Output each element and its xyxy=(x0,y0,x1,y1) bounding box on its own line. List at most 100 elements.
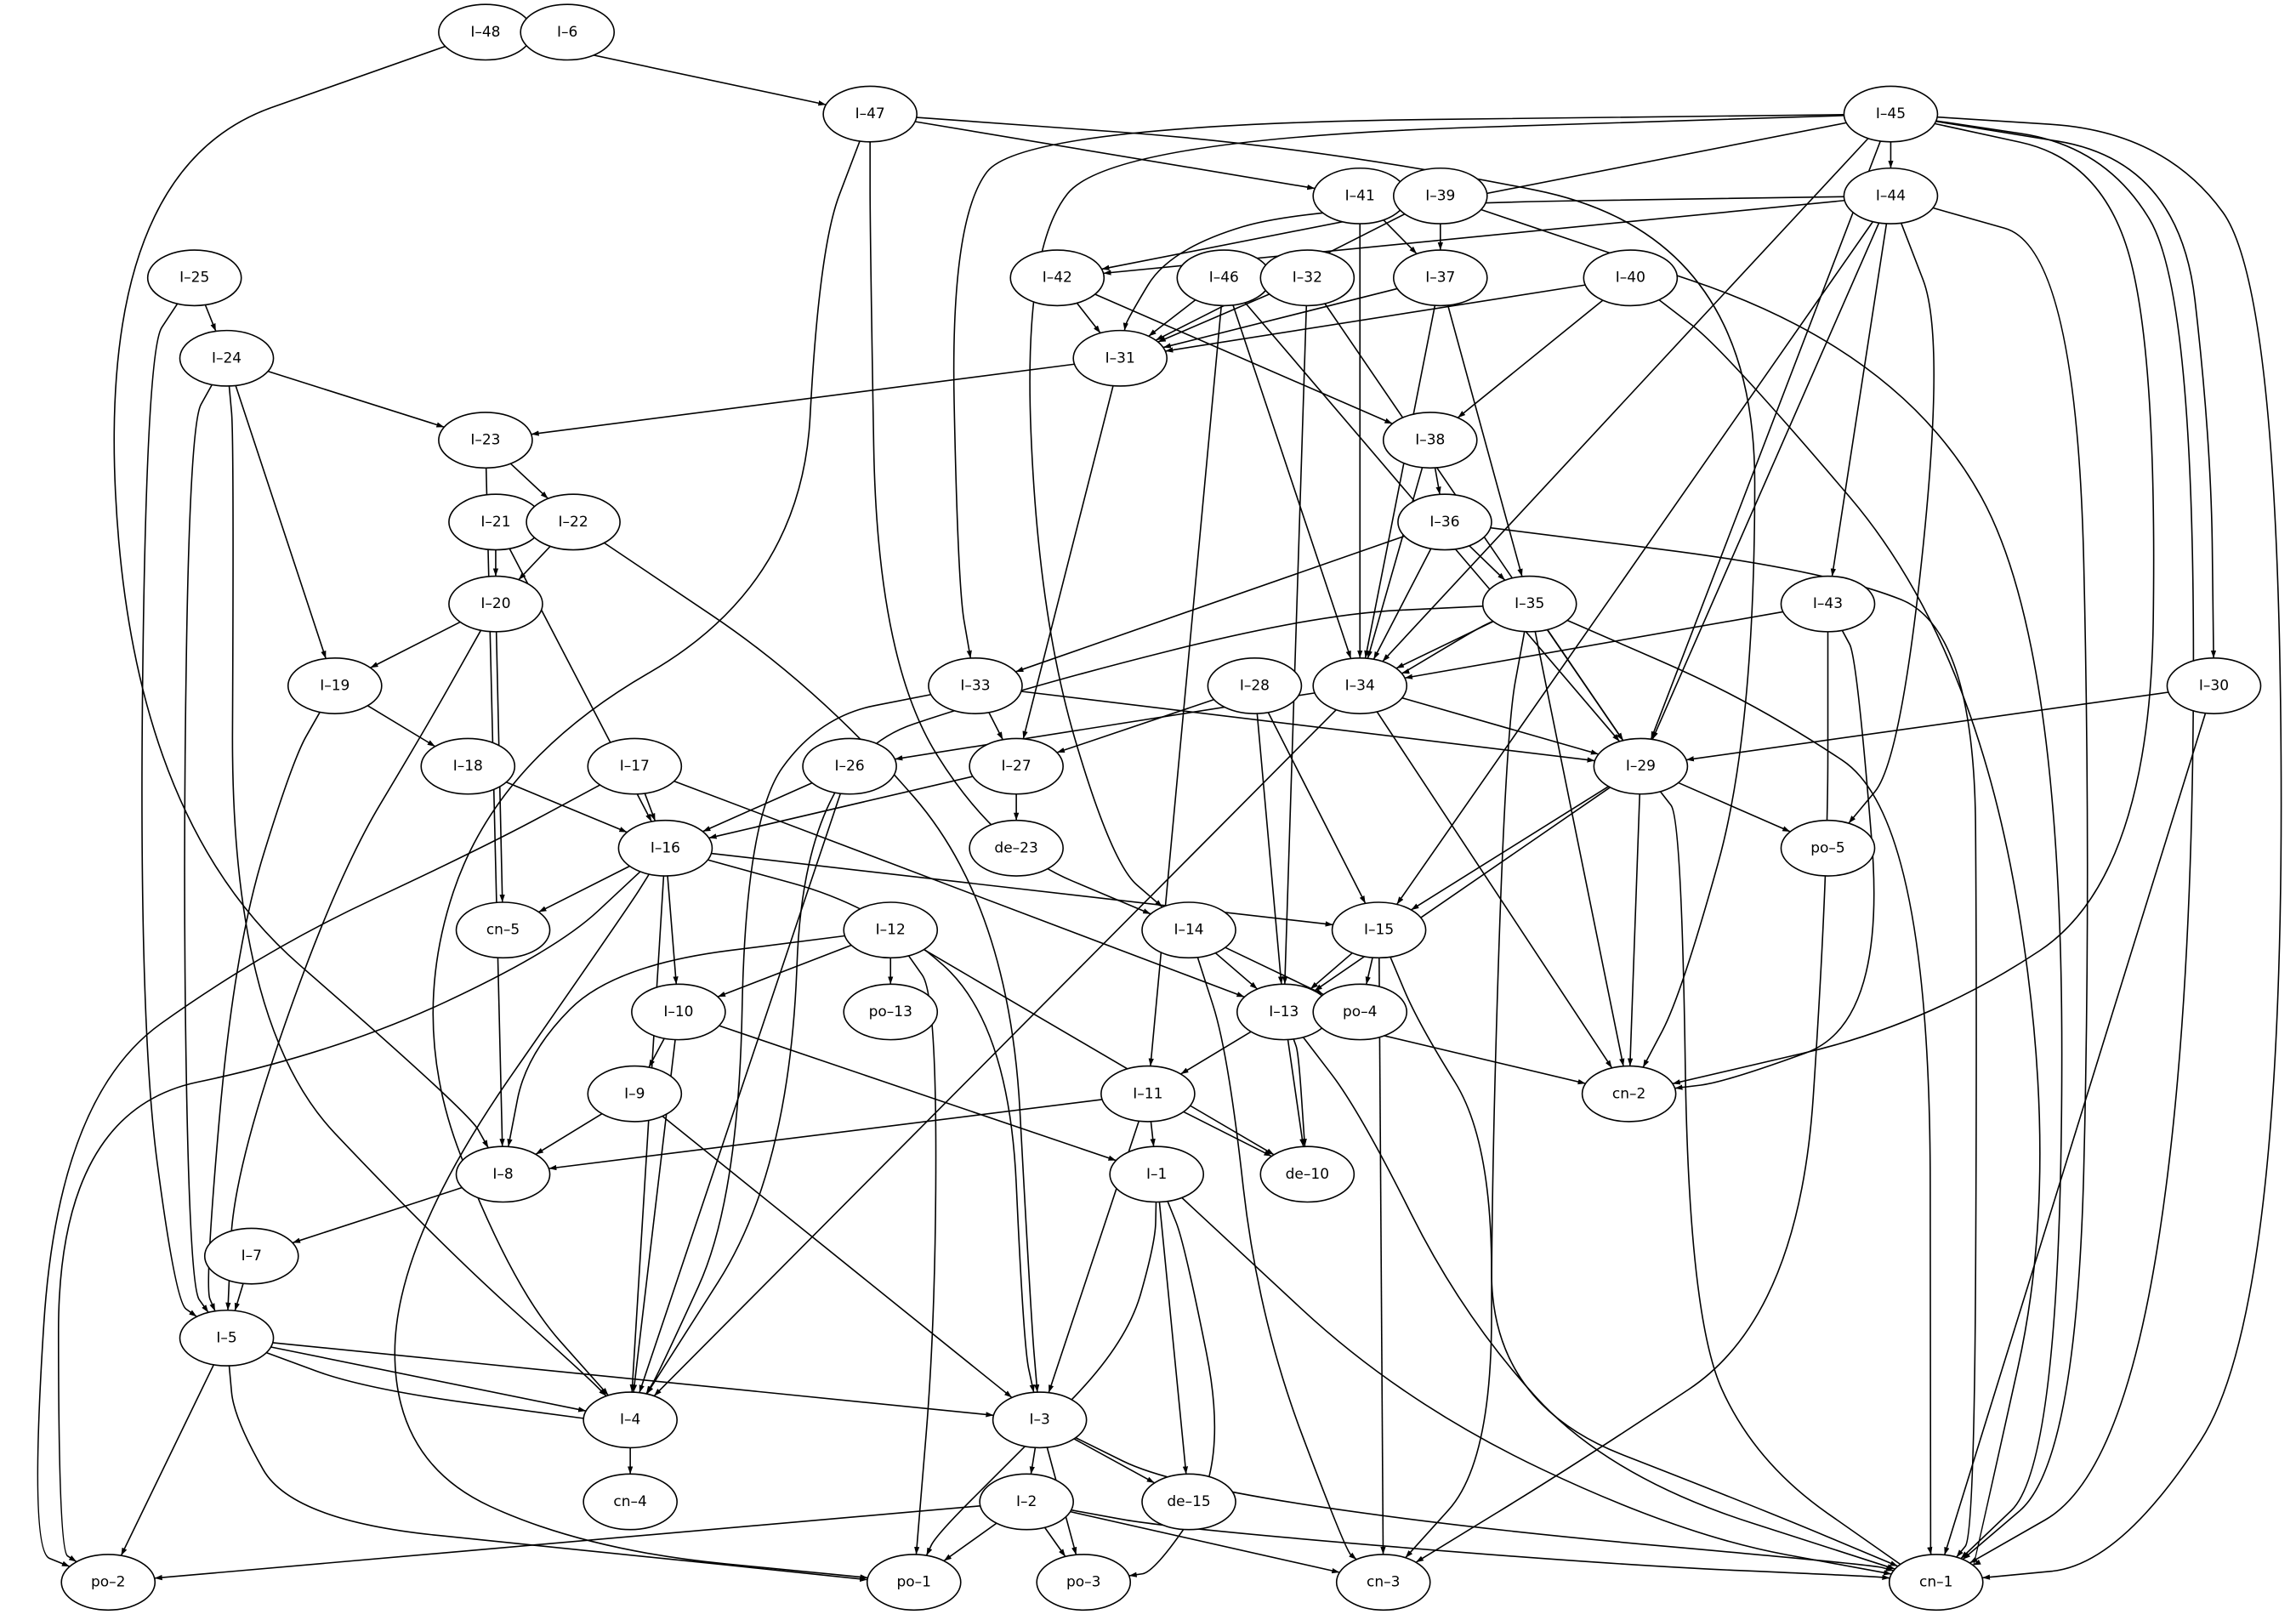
edge-I-20-to-I-19 xyxy=(370,621,461,668)
node-I-13: I–13 xyxy=(1236,983,1332,1041)
node-ellipse xyxy=(587,1065,683,1123)
node-cn-3: cn–3 xyxy=(1335,1554,1431,1611)
node-label: I–17 xyxy=(620,758,650,775)
edge-I-24-to-I-19 xyxy=(235,385,327,659)
node-de-10: de–10 xyxy=(1259,1145,1355,1203)
node-label: I–11 xyxy=(1133,1085,1162,1102)
edge-I-27-to-I-16 xyxy=(708,776,974,839)
node-label: I–7 xyxy=(242,1248,262,1265)
edge-I-28-to-I-13 xyxy=(1256,713,1284,985)
node-label: cn–3 xyxy=(1367,1574,1400,1591)
node-de-15: de–15 xyxy=(1141,1473,1236,1531)
edge-I-46-to-I-34 xyxy=(1232,304,1352,659)
node-cn-1: cn–1 xyxy=(1888,1554,1984,1611)
node-ellipse xyxy=(455,1145,551,1203)
edge-I-44-to-po-5 xyxy=(1848,222,1935,824)
node-label: cn–5 xyxy=(486,922,520,939)
edge-I-13-to-de-10 xyxy=(1287,1039,1305,1147)
node-ellipse xyxy=(526,493,621,551)
node-ellipse xyxy=(1312,657,1408,714)
edge-I-48-to-I-8 xyxy=(113,45,489,1149)
node-I-14: I–14 xyxy=(1141,901,1236,959)
edge-I-18-to-I-16 xyxy=(506,782,628,833)
node-I-32: I–32 xyxy=(1259,249,1355,307)
node-label: I–43 xyxy=(1813,595,1843,612)
edge-I-5-to-I-3 xyxy=(272,1342,994,1418)
node-label: I–19 xyxy=(320,677,350,694)
node-label: I–4 xyxy=(620,1412,640,1429)
edge-I-19-to-I-18 xyxy=(367,705,436,747)
node-ellipse xyxy=(1036,1554,1132,1611)
node-I-11: I–11 xyxy=(1100,1065,1196,1123)
node-cn-5: cn–5 xyxy=(455,901,551,959)
node-I-34: I–34 xyxy=(1312,657,1408,714)
node-label: po–4 xyxy=(1343,1003,1378,1020)
edge-I-12-to-I-10 xyxy=(717,944,852,998)
node-label: I–41 xyxy=(1345,187,1375,204)
edge-I-2-to-po-1 xyxy=(943,1522,997,1562)
edge-I-35-to-I-34 xyxy=(1401,620,1493,674)
node-I-10: I–10 xyxy=(631,983,726,1041)
edge-I-22-to-I-20 xyxy=(518,545,551,581)
edge-I-15-to-cn-3 xyxy=(1378,958,1386,1555)
edge-I-45-to-cn-2 xyxy=(1672,122,2155,1085)
node-ellipse xyxy=(179,1309,275,1367)
edge-I-10-to-I-1 xyxy=(719,1025,1117,1162)
node-ellipse xyxy=(1331,901,1427,959)
edge-I-47-to-I-41 xyxy=(914,121,1316,190)
node-ellipse xyxy=(287,657,383,714)
node-ellipse xyxy=(1481,575,1577,633)
node-label: I–8 xyxy=(492,1166,513,1183)
node-ellipse xyxy=(587,737,683,795)
edge-I-38-to-I-36 xyxy=(1434,467,1441,495)
edge-I-47-to-I-14 xyxy=(869,141,1151,915)
node-I-22: I–22 xyxy=(526,493,621,551)
node-label: I–31 xyxy=(1105,350,1135,367)
edge-I-24-to-I-4 xyxy=(228,385,607,1397)
edge-I-39-to-cn-1 xyxy=(1480,208,2063,1560)
node-I-46: I–46 xyxy=(1176,249,1272,307)
edge-I-5-to-po-1 xyxy=(228,1365,868,1583)
node-ellipse xyxy=(1109,1145,1205,1203)
node-I-16: I–16 xyxy=(617,819,713,877)
node-ellipse xyxy=(1392,249,1488,307)
node-label: I–1 xyxy=(1146,1166,1167,1183)
edge-I-38-to-I-34 xyxy=(1367,467,1424,659)
edge-I-9-to-I-8 xyxy=(535,1113,603,1156)
node-ellipse xyxy=(203,1227,299,1285)
node-label: I–6 xyxy=(557,24,577,41)
edge-I-23-to-I-22 xyxy=(509,463,549,499)
node-label: I–9 xyxy=(624,1085,645,1102)
node-label: I–16 xyxy=(651,839,680,856)
node-ellipse xyxy=(1312,983,1408,1041)
edge-I-1-to-cn-1 xyxy=(1181,1197,1892,1576)
node-ellipse xyxy=(1100,1065,1196,1123)
node-label: po–3 xyxy=(1066,1574,1101,1591)
node-label: I–29 xyxy=(1626,758,1656,775)
edge-I-2-to-po-2 xyxy=(154,1505,980,1581)
node-label: I–48 xyxy=(470,24,500,41)
node-I-15: I–15 xyxy=(1331,901,1427,959)
node-label: de–23 xyxy=(994,839,1037,856)
node-ellipse xyxy=(802,737,897,795)
edge-I-31-to-I-27 xyxy=(1022,385,1114,739)
node-label: de–15 xyxy=(1167,1493,1210,1510)
node-label: I–39 xyxy=(1425,187,1455,204)
edge-I-35-to-cn-2 xyxy=(1534,631,1625,1066)
edge-I-30-to-cn-1 xyxy=(1943,713,2207,1555)
node-I-4: I–4 xyxy=(583,1391,678,1449)
node-ellipse xyxy=(1583,249,1679,307)
edge-I-29-to-cn-2 xyxy=(1627,793,1641,1066)
node-label: I–30 xyxy=(2199,677,2229,694)
node-label: po–13 xyxy=(869,1003,912,1020)
node-ellipse xyxy=(822,85,918,143)
node-ellipse xyxy=(1392,167,1488,225)
edge-I-2-to-cn-3 xyxy=(1070,1510,1340,1574)
edge-I-25-to-I-24 xyxy=(204,304,217,332)
node-I-41: I–41 xyxy=(1312,167,1408,225)
edge-I-17-to-po-2 xyxy=(37,784,600,1567)
edge-I-46-to-I-31 xyxy=(1148,299,1196,338)
edge-I-34-to-I-29 xyxy=(1401,696,1600,755)
node-ellipse xyxy=(179,329,275,387)
node-ellipse xyxy=(969,819,1064,877)
